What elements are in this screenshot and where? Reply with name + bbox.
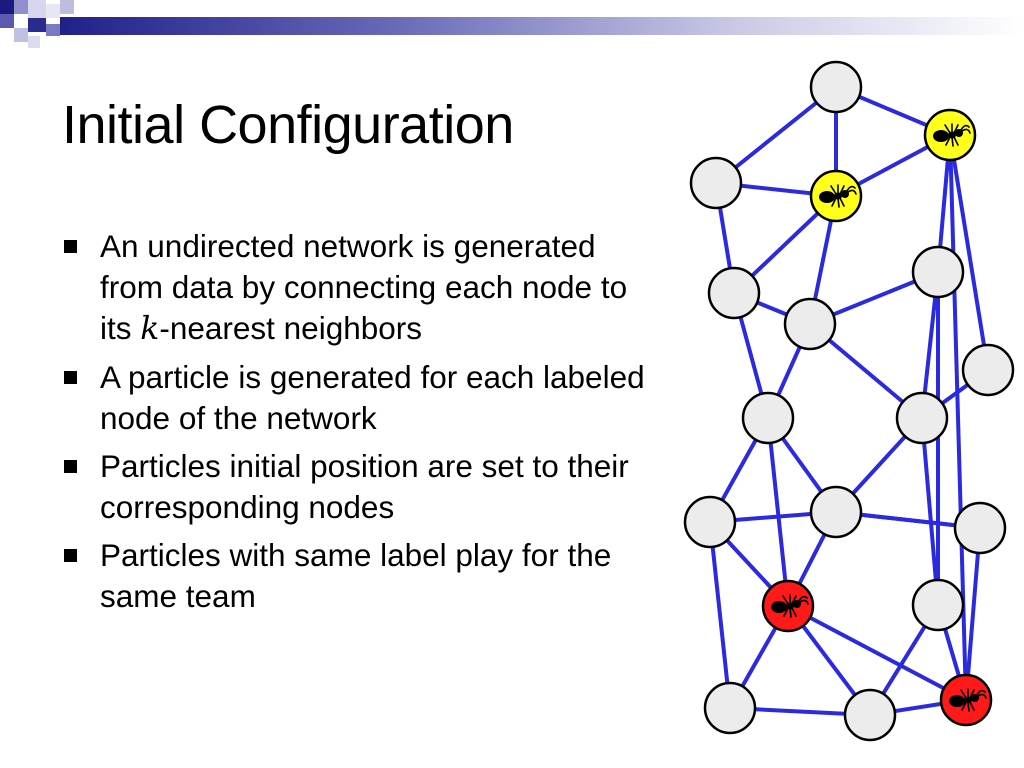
corner-decoration bbox=[0, 0, 74, 48]
ant-icon bbox=[819, 184, 857, 208]
network-node bbox=[689, 156, 743, 210]
network-node bbox=[783, 297, 837, 351]
bullet-text: Particles with same label play for the s… bbox=[100, 537, 612, 614]
bullet-text-cont: -nearest neighbors bbox=[159, 310, 423, 346]
bullet-text: Particles initial position are set to th… bbox=[100, 448, 629, 525]
network-node bbox=[953, 501, 1007, 555]
square-bullet-icon bbox=[64, 240, 77, 253]
network-edge bbox=[964, 526, 982, 702]
network-node bbox=[809, 485, 863, 539]
network-edge bbox=[948, 133, 990, 372]
bullet-item: A particle is generated for each labeled… bbox=[62, 357, 652, 439]
network-node bbox=[809, 60, 863, 114]
bullet-item: Particles initial position are set to th… bbox=[62, 446, 652, 528]
square-bullet-icon bbox=[64, 549, 77, 562]
network-node bbox=[741, 391, 795, 445]
network-node bbox=[895, 391, 949, 445]
bullet-item: An undirected network is generated from … bbox=[62, 226, 652, 350]
network-node bbox=[703, 681, 757, 735]
bullet-text: An undirected network is generated from … bbox=[100, 228, 628, 346]
network-edge bbox=[786, 604, 968, 702]
network-node bbox=[911, 245, 965, 299]
ant-icon bbox=[949, 688, 987, 712]
square-bullet-icon bbox=[64, 371, 77, 384]
network-node bbox=[843, 688, 897, 742]
slide-title: Initial Configuration bbox=[62, 95, 514, 155]
network-node bbox=[961, 343, 1015, 397]
network-node bbox=[707, 266, 761, 320]
network-node bbox=[911, 578, 965, 632]
network-edge bbox=[708, 520, 732, 710]
ant-icon bbox=[933, 123, 971, 147]
bullet-text: A particle is generated for each labeled… bbox=[100, 359, 645, 436]
math-k: k bbox=[140, 311, 160, 347]
network-diagram bbox=[683, 60, 1015, 742]
bullet-list: An undirected network is generated from … bbox=[62, 226, 652, 624]
square-bullet-icon bbox=[64, 460, 77, 473]
title-bar-stripe bbox=[60, 17, 1024, 35]
network-edge bbox=[920, 416, 940, 607]
network-node bbox=[683, 495, 737, 549]
network-edge bbox=[766, 416, 790, 608]
bullet-item: Particles with same label play for the s… bbox=[62, 535, 652, 617]
ant-icon bbox=[771, 594, 809, 618]
